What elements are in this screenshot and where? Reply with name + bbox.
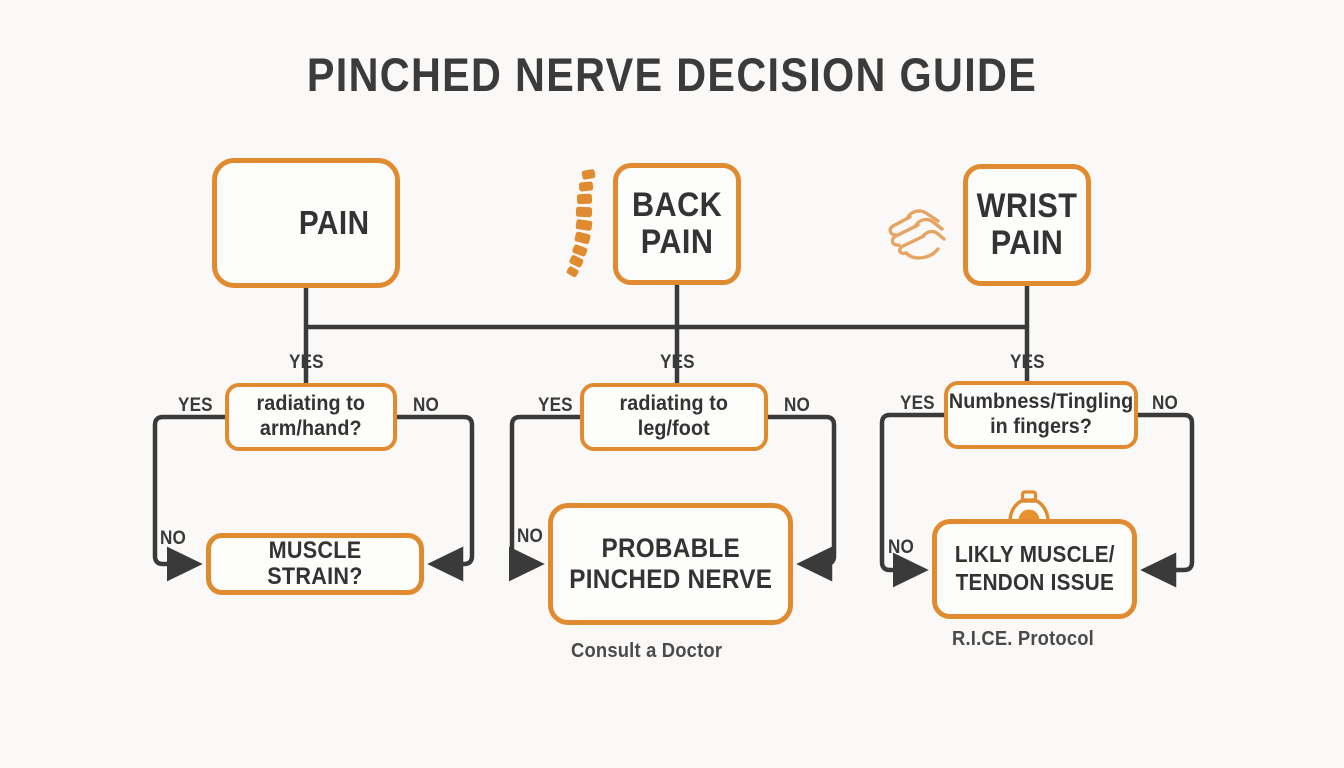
node-outcome-pinched-nerve-label: PROBABLE PINCHED NERVE — [569, 533, 772, 596]
node-outcome-tendon-issue-label: LIKLY MUSCLE/ TENDON ISSUE — [955, 541, 1115, 596]
node-outcome-muscle-strain[interactable]: MUSCLE STRAIN? — [206, 533, 424, 595]
node-back-pain-line2: PAIN — [640, 223, 714, 261]
edge-label-q-wrist-yes: YES — [900, 393, 935, 414]
node-back-pain-label: BACK PAIN — [632, 187, 722, 260]
trunk-yes-label-right: YES — [1010, 352, 1045, 373]
node-question-back-line2: leg/foot — [637, 417, 711, 440]
edge-label-pinched-nerve-no: NO — [517, 526, 544, 547]
edge-label-tendon-issue-no: NO — [888, 537, 915, 558]
node-outcome-tendon-issue[interactable]: LIKLY MUSCLE/ TENDON ISSUE — [932, 519, 1137, 619]
node-back-pain[interactable]: BACK PAIN — [613, 163, 741, 285]
edge-label-q-back-no: NO — [784, 395, 811, 416]
edge-label-q-neck-no: NO — [413, 395, 440, 416]
node-question-back[interactable]: radiating to leg/foot — [580, 383, 768, 451]
edge-label-q-back-yes: YES — [538, 395, 573, 416]
trunk-yes-label-left: YES — [289, 352, 324, 373]
node-outcome-pinched-nerve-line1: PROBABLE — [601, 532, 740, 563]
caption-rice-protocol: R.I.CE. Protocol — [952, 628, 1094, 650]
node-wrist-pain[interactable]: WRIST PAIN — [963, 164, 1091, 286]
node-wrist-pain-line1: WRIST — [976, 187, 1078, 226]
caption-consult-a-doctor: Consult a Doctor — [571, 640, 723, 662]
node-question-wrist-line2: in fingers? — [990, 415, 1092, 438]
trunk-yes-label-center: YES — [660, 352, 695, 373]
edge-label-q-neck-yes: YES — [178, 395, 213, 416]
node-wrist-pain-label: WRIST PAIN — [977, 188, 1078, 261]
node-outcome-tendon-issue-line1: LIKLY MUSCLE/ — [954, 541, 1115, 568]
node-question-wrist-line1: Numbness/Tingling — [948, 390, 1134, 414]
node-outcome-muscle-strain-label: MUSCLE STRAIN? — [267, 537, 363, 590]
edge-label-q-wrist-no: NO — [1152, 393, 1179, 414]
node-outcome-pinched-nerve[interactable]: PROBABLE PINCHED NERVE — [548, 503, 793, 625]
edge-label-muscle-strain-no: NO — [160, 528, 187, 549]
node-question-wrist-label: Numbness/Tingling in fingers? — [949, 390, 1133, 440]
node-question-neck-line1: radiating to — [256, 392, 366, 416]
node-outcome-tendon-issue-line2: TENDON ISSUE — [955, 569, 1114, 595]
node-question-neck-label: radiating to arm/hand? — [257, 392, 366, 442]
node-outcome-pinched-nerve-line2: PINCHED NERVE — [569, 564, 772, 594]
node-question-back-line1: radiating to — [619, 392, 729, 416]
node-back-pain-line1: BACK — [631, 186, 723, 225]
node-question-wrist[interactable]: Numbness/Tingling in fingers? — [944, 381, 1138, 449]
page-title: PINCHED NERVE DECISION GUIDE — [306, 48, 1038, 101]
node-question-neck[interactable]: radiating to arm/hand? — [225, 383, 397, 451]
spine-icon — [566, 169, 596, 278]
edge-q-wrist-no — [1135, 412, 1195, 588]
node-question-back-label: radiating to leg/foot — [620, 392, 729, 442]
node-neck-pain-label: PAIN — [298, 204, 370, 241]
node-wrist-pain-line2: PAIN — [990, 224, 1064, 262]
node-question-neck-line2: arm/hand? — [260, 417, 362, 440]
hand-icon — [888, 209, 946, 260]
node-neck-pain[interactable]: PAIN — [212, 158, 400, 288]
